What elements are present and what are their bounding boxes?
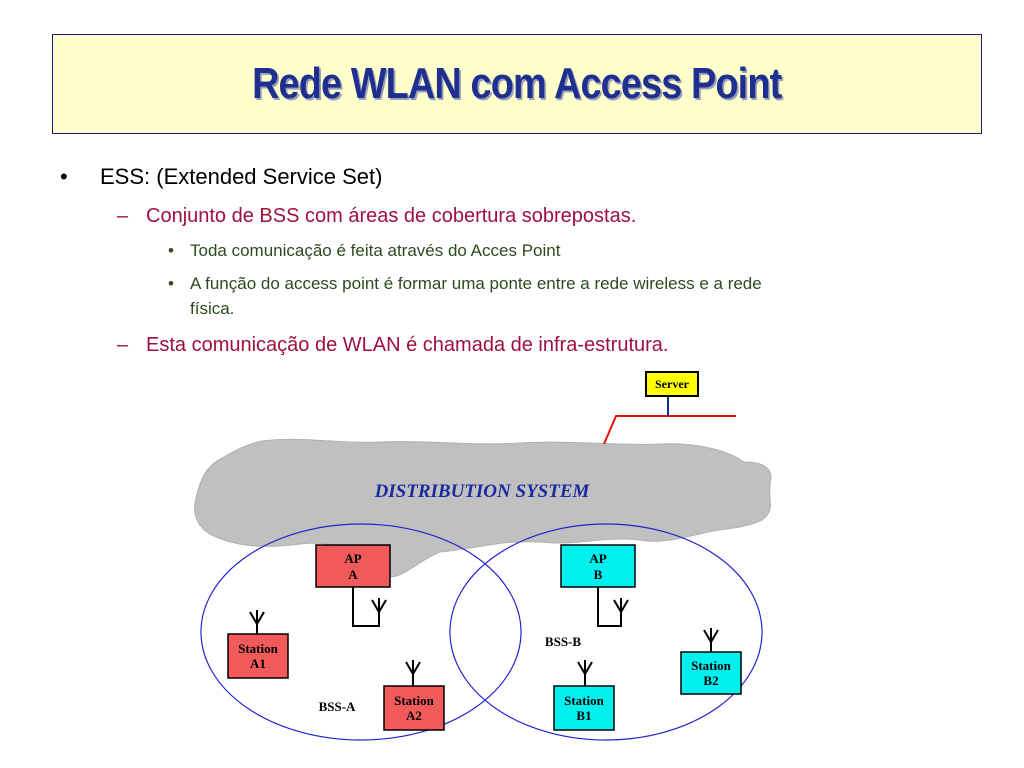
station-b1-label-line1: Station <box>564 693 605 708</box>
ap-a-antenna-icon <box>371 598 387 614</box>
bullet-esta-comunicacao: Esta comunicação de WLAN é chamada de in… <box>146 334 669 356</box>
ap-b-antenna-cable <box>597 587 622 627</box>
station-b2-label-line2: B2 <box>703 673 718 688</box>
dash-marker: – <box>117 334 129 356</box>
station-a1-box <box>227 633 289 679</box>
ap-a-box <box>315 544 391 588</box>
station-a2-label-line1: Station <box>394 693 435 708</box>
bullet-marker: • <box>168 241 174 260</box>
station-b1-antenna-icon <box>577 660 593 686</box>
station-b2-box <box>680 651 742 695</box>
server-label: Server <box>655 377 690 391</box>
bullet-funcao-line1: A função do access point é formar uma po… <box>190 274 762 293</box>
slide-title: Rede WLAN com Access Point <box>252 59 782 108</box>
ap-a-antenna-cable <box>352 587 380 627</box>
server-link <box>603 415 736 445</box>
bss-a-label: BSS-A <box>319 699 356 714</box>
bullet-toda-comunicacao: Toda comunicação é feita através do Acce… <box>190 241 561 260</box>
station-a2-label-line2: A2 <box>406 708 422 723</box>
ap-b-antenna-icon <box>613 598 629 614</box>
station-a1-label-line2: A1 <box>250 656 266 671</box>
bullet-ess-text: ESS: (Extended Service Set) <box>100 164 383 189</box>
server-box <box>645 371 699 397</box>
station-b1-box <box>553 685 615 731</box>
bullet-marker: • <box>60 164 68 189</box>
ap-a-label-line2: A <box>348 567 358 582</box>
ap-b-label-line1: AP <box>589 551 606 566</box>
distribution-system-cloud <box>194 438 772 578</box>
station-b2-antenna-icon <box>703 628 719 652</box>
bullet-marker: • <box>168 274 174 293</box>
station-b2-label-line1: Station <box>691 658 732 673</box>
station-a2-antenna-icon <box>405 660 421 686</box>
station-a1-antenna-icon <box>249 610 265 634</box>
bss-a-ellipse <box>200 523 522 741</box>
station-b1-label-line2: B1 <box>576 708 591 723</box>
dash-marker: – <box>117 205 129 227</box>
distribution-system-label: DISTRIBUTION SYSTEM <box>374 481 591 502</box>
bss-b-ellipse <box>449 523 763 741</box>
ap-b-label-line2: B <box>594 567 603 582</box>
ap-a-label-line1: AP <box>344 551 361 566</box>
bullet-conjunto-text: Conjunto de BSS com áreas de cobertura s… <box>146 205 637 227</box>
bullet-funcao-line2: física. <box>190 299 235 318</box>
station-a1-label-line1: Station <box>238 641 279 656</box>
bss-b-label: BSS-B <box>545 634 581 649</box>
station-a2-box <box>383 685 445 731</box>
slide-title-box: Rede WLAN com Access Point <box>52 34 982 134</box>
